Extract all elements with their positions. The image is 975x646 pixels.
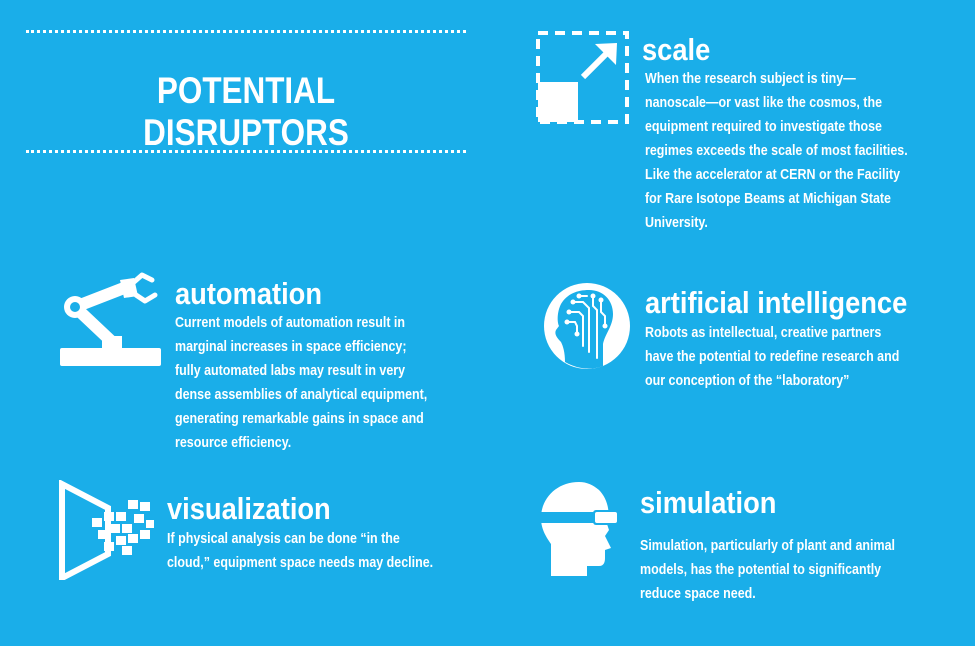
text-line: for Rare Isotope Beams at Michigan State bbox=[645, 191, 892, 207]
top-dotted-divider bbox=[26, 30, 466, 33]
text-line: generating remarkable gains in space and bbox=[175, 411, 424, 427]
text-line: Robots as intellectual, creative partner… bbox=[645, 325, 882, 341]
text-line: cloud,” equipment space needs may declin… bbox=[167, 555, 434, 571]
text-line: dense assemblies of analytical equipment… bbox=[175, 387, 428, 403]
scale-description: When the research subject is tiny— nanos… bbox=[645, 67, 912, 235]
text-line: have the potential to redefine research … bbox=[645, 349, 900, 365]
vr-headset-head-icon bbox=[537, 482, 619, 576]
scale-heading: scale bbox=[642, 32, 711, 67]
simulation-description: Simulation, particularly of plant and an… bbox=[640, 534, 915, 606]
page-title: POTENTIAL DISRUPTORS bbox=[143, 70, 349, 153]
text-line: models, has the potential to significant… bbox=[640, 562, 882, 578]
simulation-heading: simulation bbox=[640, 485, 777, 520]
scale-arrow-icon bbox=[536, 31, 629, 124]
text-line: When the research subject is tiny— bbox=[645, 71, 856, 87]
robotic-arm-icon bbox=[60, 272, 161, 366]
text-line: fully automated labs may result in very bbox=[175, 363, 406, 379]
text-line: Like the accelerator at CERN or the Faci… bbox=[645, 167, 901, 183]
automation-description: Current models of automation result in m… bbox=[175, 311, 442, 455]
text-line: regimes exceeds the scale of most facili… bbox=[645, 143, 908, 159]
text-line: our conception of the “laboratory” bbox=[645, 373, 850, 389]
text-line: resource efficiency. bbox=[175, 435, 292, 451]
text-line: Simulation, particularly of plant and an… bbox=[640, 538, 895, 554]
ai-heading: artificial intelligence bbox=[645, 285, 908, 320]
text-line: reduce space need. bbox=[640, 586, 756, 602]
text-line: If physical analysis can be done “in the bbox=[167, 531, 400, 547]
automation-heading: automation bbox=[175, 276, 323, 311]
ai-head-circuit-icon bbox=[544, 283, 630, 369]
text-line: equipment required to investigate those bbox=[645, 119, 882, 135]
text-line: marginal increases in space efficiency; bbox=[175, 339, 407, 355]
text-line: nanoscale—or vast like the cosmos, the bbox=[645, 95, 883, 111]
text-line: University. bbox=[645, 215, 708, 231]
bottom-dotted-divider bbox=[26, 150, 466, 153]
ai-description: Robots as intellectual, creative partner… bbox=[645, 321, 912, 393]
visualization-heading: visualization bbox=[167, 491, 331, 526]
visualization-screen-icon bbox=[59, 480, 154, 580]
text-line: Current models of automation result in bbox=[175, 315, 406, 331]
visualization-description: If physical analysis can be done “in the… bbox=[167, 527, 442, 575]
